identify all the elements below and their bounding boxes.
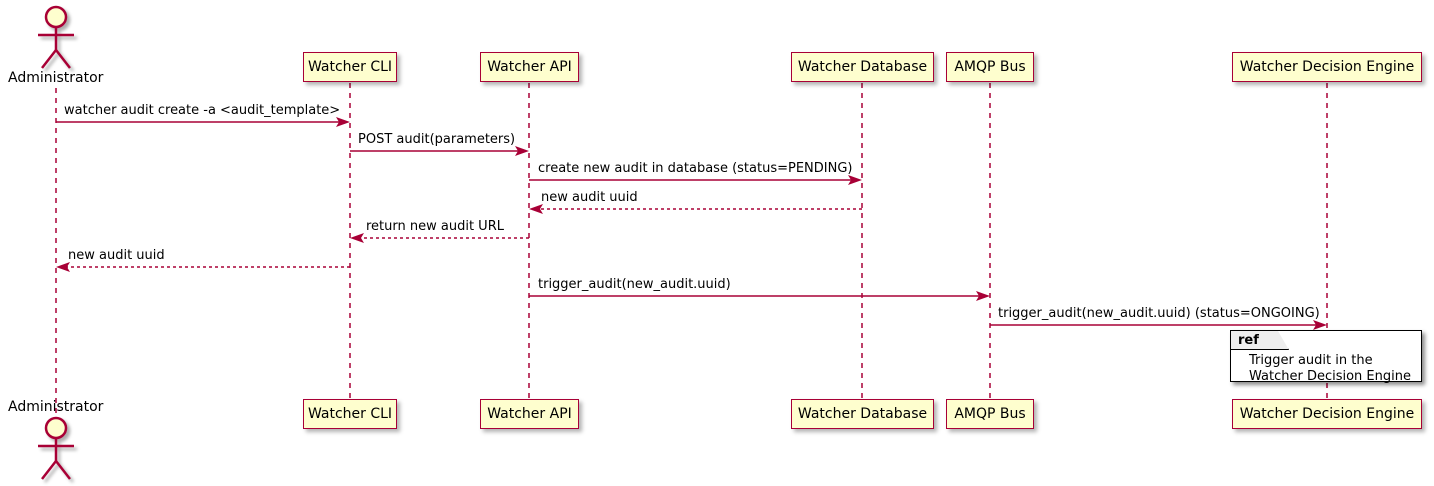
ref-fragment-tab-label: ref <box>1231 331 1289 350</box>
message-arrow-6 <box>56 262 350 272</box>
message-arrow-1 <box>56 117 350 127</box>
message-label-7: trigger_audit(new_audit.uuid) <box>538 277 731 292</box>
participant-box-db-bottom[interactable]: Watcher Database <box>791 399 934 429</box>
participant-box-cli-bottom[interactable]: Watcher CLI <box>303 399 397 429</box>
actor-label-administrator-bottom: Administrator <box>8 399 104 415</box>
message-label-2: POST audit(parameters) <box>358 132 516 147</box>
participant-box-decision-bottom[interactable]: Watcher Decision Engine <box>1232 399 1422 429</box>
message-label-6: new audit uuid <box>68 248 165 263</box>
message-arrow-2 <box>350 146 529 156</box>
actor-figure-administrator-bottom <box>38 416 74 480</box>
participant-box-db-top[interactable]: Watcher Database <box>791 52 934 82</box>
participant-box-amqp-top[interactable]: AMQP Bus <box>946 52 1034 82</box>
participant-box-api-top[interactable]: Watcher API <box>480 52 579 82</box>
ref-fragment-body: Trigger audit in the Watcher Decision En… <box>1231 350 1421 385</box>
message-arrow-3 <box>529 175 862 185</box>
message-label-5: return new audit URL <box>366 219 504 234</box>
message-arrow-5 <box>350 233 529 243</box>
message-arrow-4 <box>529 204 862 214</box>
ref-fragment-line-1: Trigger audit in the <box>1249 353 1373 368</box>
lifelines <box>55 83 1328 418</box>
participant-box-cli-top[interactable]: Watcher CLI <box>303 52 397 82</box>
message-label-1: watcher audit create -a <audit_template> <box>64 103 341 118</box>
message-arrow-7 <box>529 291 990 301</box>
ref-fragment-line-2: Watcher Decision Engine <box>1249 369 1411 384</box>
message-label-4: new audit uuid <box>541 190 638 205</box>
actor-label-administrator-top: Administrator <box>8 70 104 86</box>
message-arrow-8 <box>990 320 1327 330</box>
participant-box-amqp-bottom[interactable]: AMQP Bus <box>946 399 1034 429</box>
message-label-8: trigger_audit(new_audit.uuid) (status=ON… <box>998 306 1320 321</box>
message-label-3: create new audit in database (status=PEN… <box>538 161 853 176</box>
participant-box-decision-top[interactable]: Watcher Decision Engine <box>1232 52 1422 82</box>
participant-box-api-bottom[interactable]: Watcher API <box>480 399 579 429</box>
actor-figure-administrator-top <box>38 5 74 69</box>
ref-fragment: ref Trigger audit in the Watcher Decisio… <box>1230 330 1422 385</box>
